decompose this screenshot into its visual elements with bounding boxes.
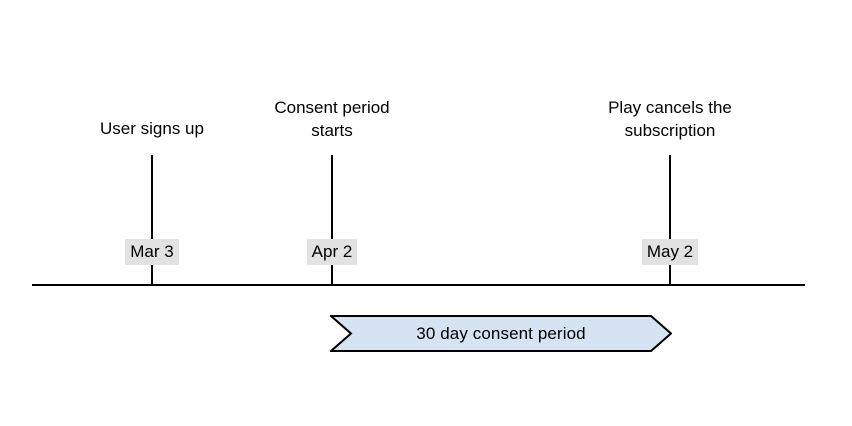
event-label: User signs up [100,119,204,138]
consent-period-banner-label: 30 day consent period [416,323,586,343]
event-date-container: Apr 2 [222,239,442,265]
event-date-chip: Apr 2 [306,239,358,265]
event-tick [331,155,333,285]
event-tick [669,155,671,285]
consent-period-banner: 30 day consent period [330,315,672,352]
event-tick [151,155,153,285]
event-date-chip: May 2 [641,239,699,265]
event-label: Consent period starts [274,98,390,140]
timeline-axis [32,284,805,286]
event-date-container: May 2 [560,239,780,265]
event-date-container: Mar 3 [42,239,262,265]
event-date-chip: Mar 3 [125,239,179,265]
chevron-banner-shape [330,315,672,352]
event-label: Play cancels the subscription [608,98,732,140]
